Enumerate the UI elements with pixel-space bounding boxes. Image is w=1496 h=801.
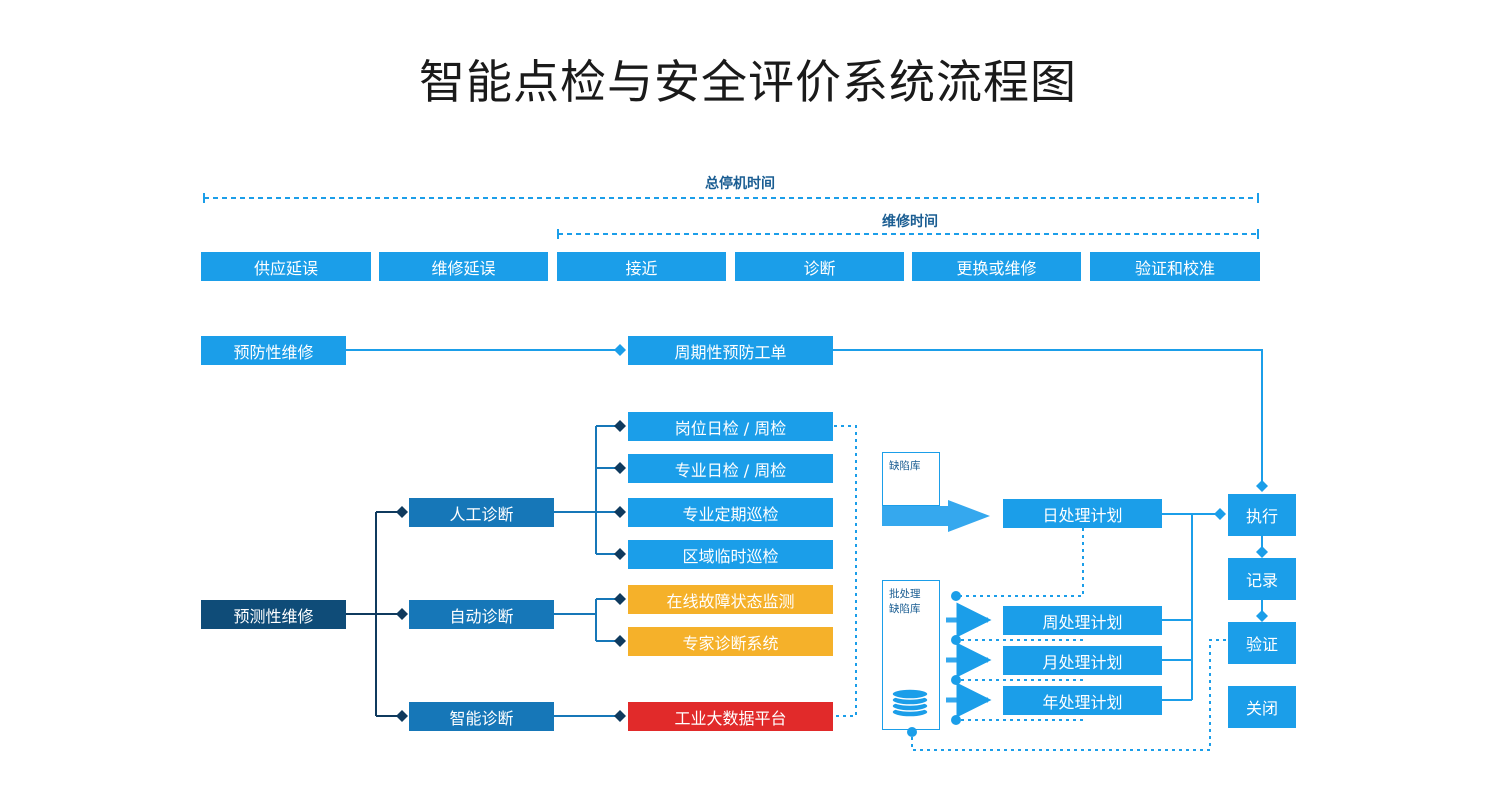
step-execute: 执行: [1228, 494, 1296, 536]
preventive-maintenance-box: 预防性维修: [201, 336, 346, 365]
batch-to-plan-arrows: [946, 602, 992, 718]
step-close: 关闭: [1228, 686, 1296, 728]
order-to-execute-link: [833, 349, 1268, 492]
defect-db-label: 缺陷库: [889, 460, 921, 472]
repair-time-label: 维修时间: [882, 214, 938, 230]
big-arrow: [882, 500, 990, 532]
page-title: 智能点检与安全评价系统流程图: [419, 55, 1077, 109]
batch-db-box: 批处理 缺陷库: [882, 580, 940, 730]
manual-diagnosis-box: 人工诊断: [409, 498, 554, 527]
plan-to-execute-links: [1162, 508, 1226, 701]
monthly-plan-box: 月处理计划: [1003, 646, 1162, 675]
manual-item-box: 专业定期巡检: [628, 498, 833, 527]
phase-approach: 接近: [557, 252, 726, 281]
auto-item-box: 在线故障状态监测: [628, 585, 833, 614]
weekly-plan-box: 周处理计划: [1003, 606, 1162, 635]
predictive-tree: [346, 506, 408, 722]
daily-plan-box: 日处理计划: [1003, 499, 1162, 528]
repair-time-bracket: [557, 229, 1259, 239]
auto-branches: [554, 593, 626, 647]
manual-branches: [554, 420, 626, 560]
total-time-bracket: [203, 193, 1259, 203]
total-time-label: 总停机时间: [705, 176, 775, 192]
phase-diagnosis: 诊断: [735, 252, 904, 281]
phase-verify-calibrate: 验证和校准: [1090, 252, 1260, 281]
periodic-order-box: 周期性预防工单: [628, 336, 833, 365]
phase-replace-or-repair: 更换或维修: [912, 252, 1081, 281]
defect-db-box: 缺陷库: [882, 452, 940, 506]
yearly-plan-box: 年处理计划: [1003, 686, 1162, 715]
batch-database-icon: [891, 688, 929, 718]
phase-repair-delay: 维修延误: [379, 252, 548, 281]
manual-item-box: 区域临时巡检: [628, 540, 833, 569]
smart-diagnosis-box: 智能诊断: [409, 702, 554, 731]
phase-supply-delay: 供应延误: [201, 252, 371, 281]
verify-loop-dotted: [907, 639, 1226, 751]
batch-db-label-2: 缺陷库: [889, 603, 921, 615]
batch-db-label-1: 批处理: [889, 588, 921, 600]
diagnosis-dotted-bracket: [834, 425, 857, 717]
step-verify: 验证: [1228, 622, 1296, 664]
manual-item-box: 岗位日检 / 周检: [628, 412, 833, 441]
plan-return-dotted: [951, 635, 1083, 725]
auto-diagnosis-box: 自动诊断: [409, 600, 554, 629]
auto-item-box: 专家诊断系统: [628, 627, 833, 656]
step-record: 记录: [1228, 558, 1296, 600]
predictive-maintenance-box: 预测性维修: [201, 600, 346, 629]
manual-item-box: 专业日检 / 周检: [628, 454, 833, 483]
big-data-platform-box: 工业大数据平台: [628, 702, 833, 731]
daily-to-batch-dotted: [951, 528, 1084, 601]
